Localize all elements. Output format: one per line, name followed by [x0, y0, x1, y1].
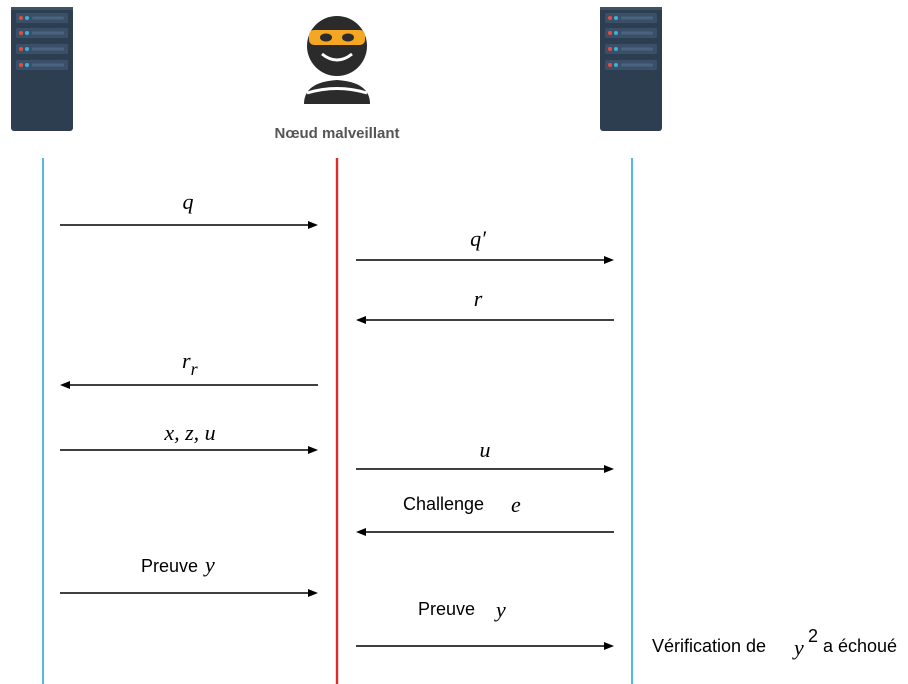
message-label-u: u — [480, 437, 491, 462]
malicious-node-label: Nœud malveillant — [274, 125, 399, 142]
message-arrow-u — [356, 465, 614, 473]
verification-var: y — [792, 635, 804, 660]
message-label-proof-attacker-text: Preuve — [418, 599, 475, 619]
message-label-q: q — [183, 189, 194, 214]
message-label-challenge-text: Challenge — [403, 494, 484, 514]
message-arrow-q-prime — [356, 256, 614, 264]
message-arrow-r-r — [60, 381, 318, 389]
message-label-r-r-sub: r — [191, 359, 199, 379]
message-label-q-prime: q′ — [470, 226, 487, 251]
message-label-proof-client-var: y — [203, 552, 215, 577]
message-arrow-q — [60, 221, 318, 229]
message-arrow-xzu — [60, 446, 318, 454]
message-label-proof-attacker-var: y — [494, 597, 506, 622]
message-arrow-r — [356, 316, 614, 324]
message-arrow-proof-attacker — [356, 642, 614, 650]
verification-failed-note: Vérification de y 2 a échoué — [652, 626, 897, 660]
verification-exponent: 2 — [808, 626, 818, 646]
message-label-proof-client-text: Preuve — [141, 556, 198, 576]
client-server-icon — [11, 7, 73, 131]
target-server-icon — [600, 7, 662, 131]
verification-text-before: Vérification de — [652, 636, 766, 656]
message-arrow-proof-client — [60, 589, 318, 597]
message-label-r: r — [474, 286, 483, 311]
message-label-r-r: rr — [182, 348, 199, 379]
message-label-challenge-var: e — [511, 492, 521, 517]
masked-thief-icon — [304, 16, 370, 104]
message-arrow-challenge — [356, 528, 614, 536]
message-label-r-r-main: r — [182, 348, 191, 373]
message-label-xzu: x, z, u — [163, 420, 215, 445]
verification-text-after: a échoué — [823, 636, 897, 656]
